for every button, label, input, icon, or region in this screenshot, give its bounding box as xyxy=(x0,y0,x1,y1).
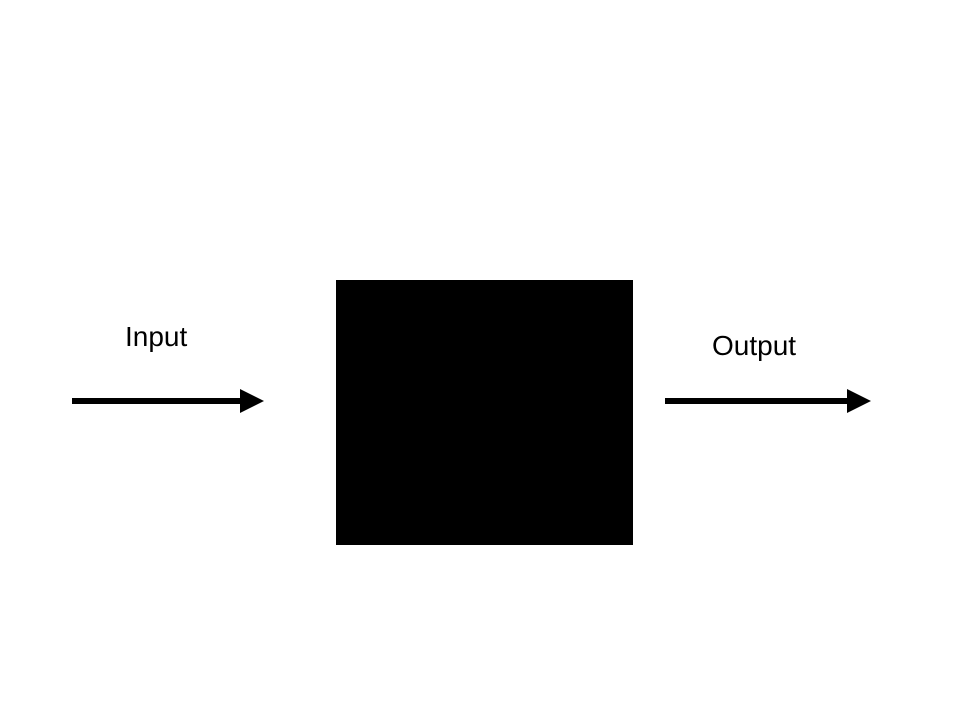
black-box xyxy=(336,280,633,545)
input-arrow-head xyxy=(240,389,264,413)
output-arrow-head xyxy=(847,389,871,413)
output-arrow xyxy=(665,389,871,413)
input-label: Input xyxy=(125,321,188,352)
input-arrow-shaft xyxy=(72,398,244,404)
input-arrow xyxy=(72,389,264,413)
output-arrow-shaft xyxy=(665,398,851,404)
output-label: Output xyxy=(712,330,797,361)
